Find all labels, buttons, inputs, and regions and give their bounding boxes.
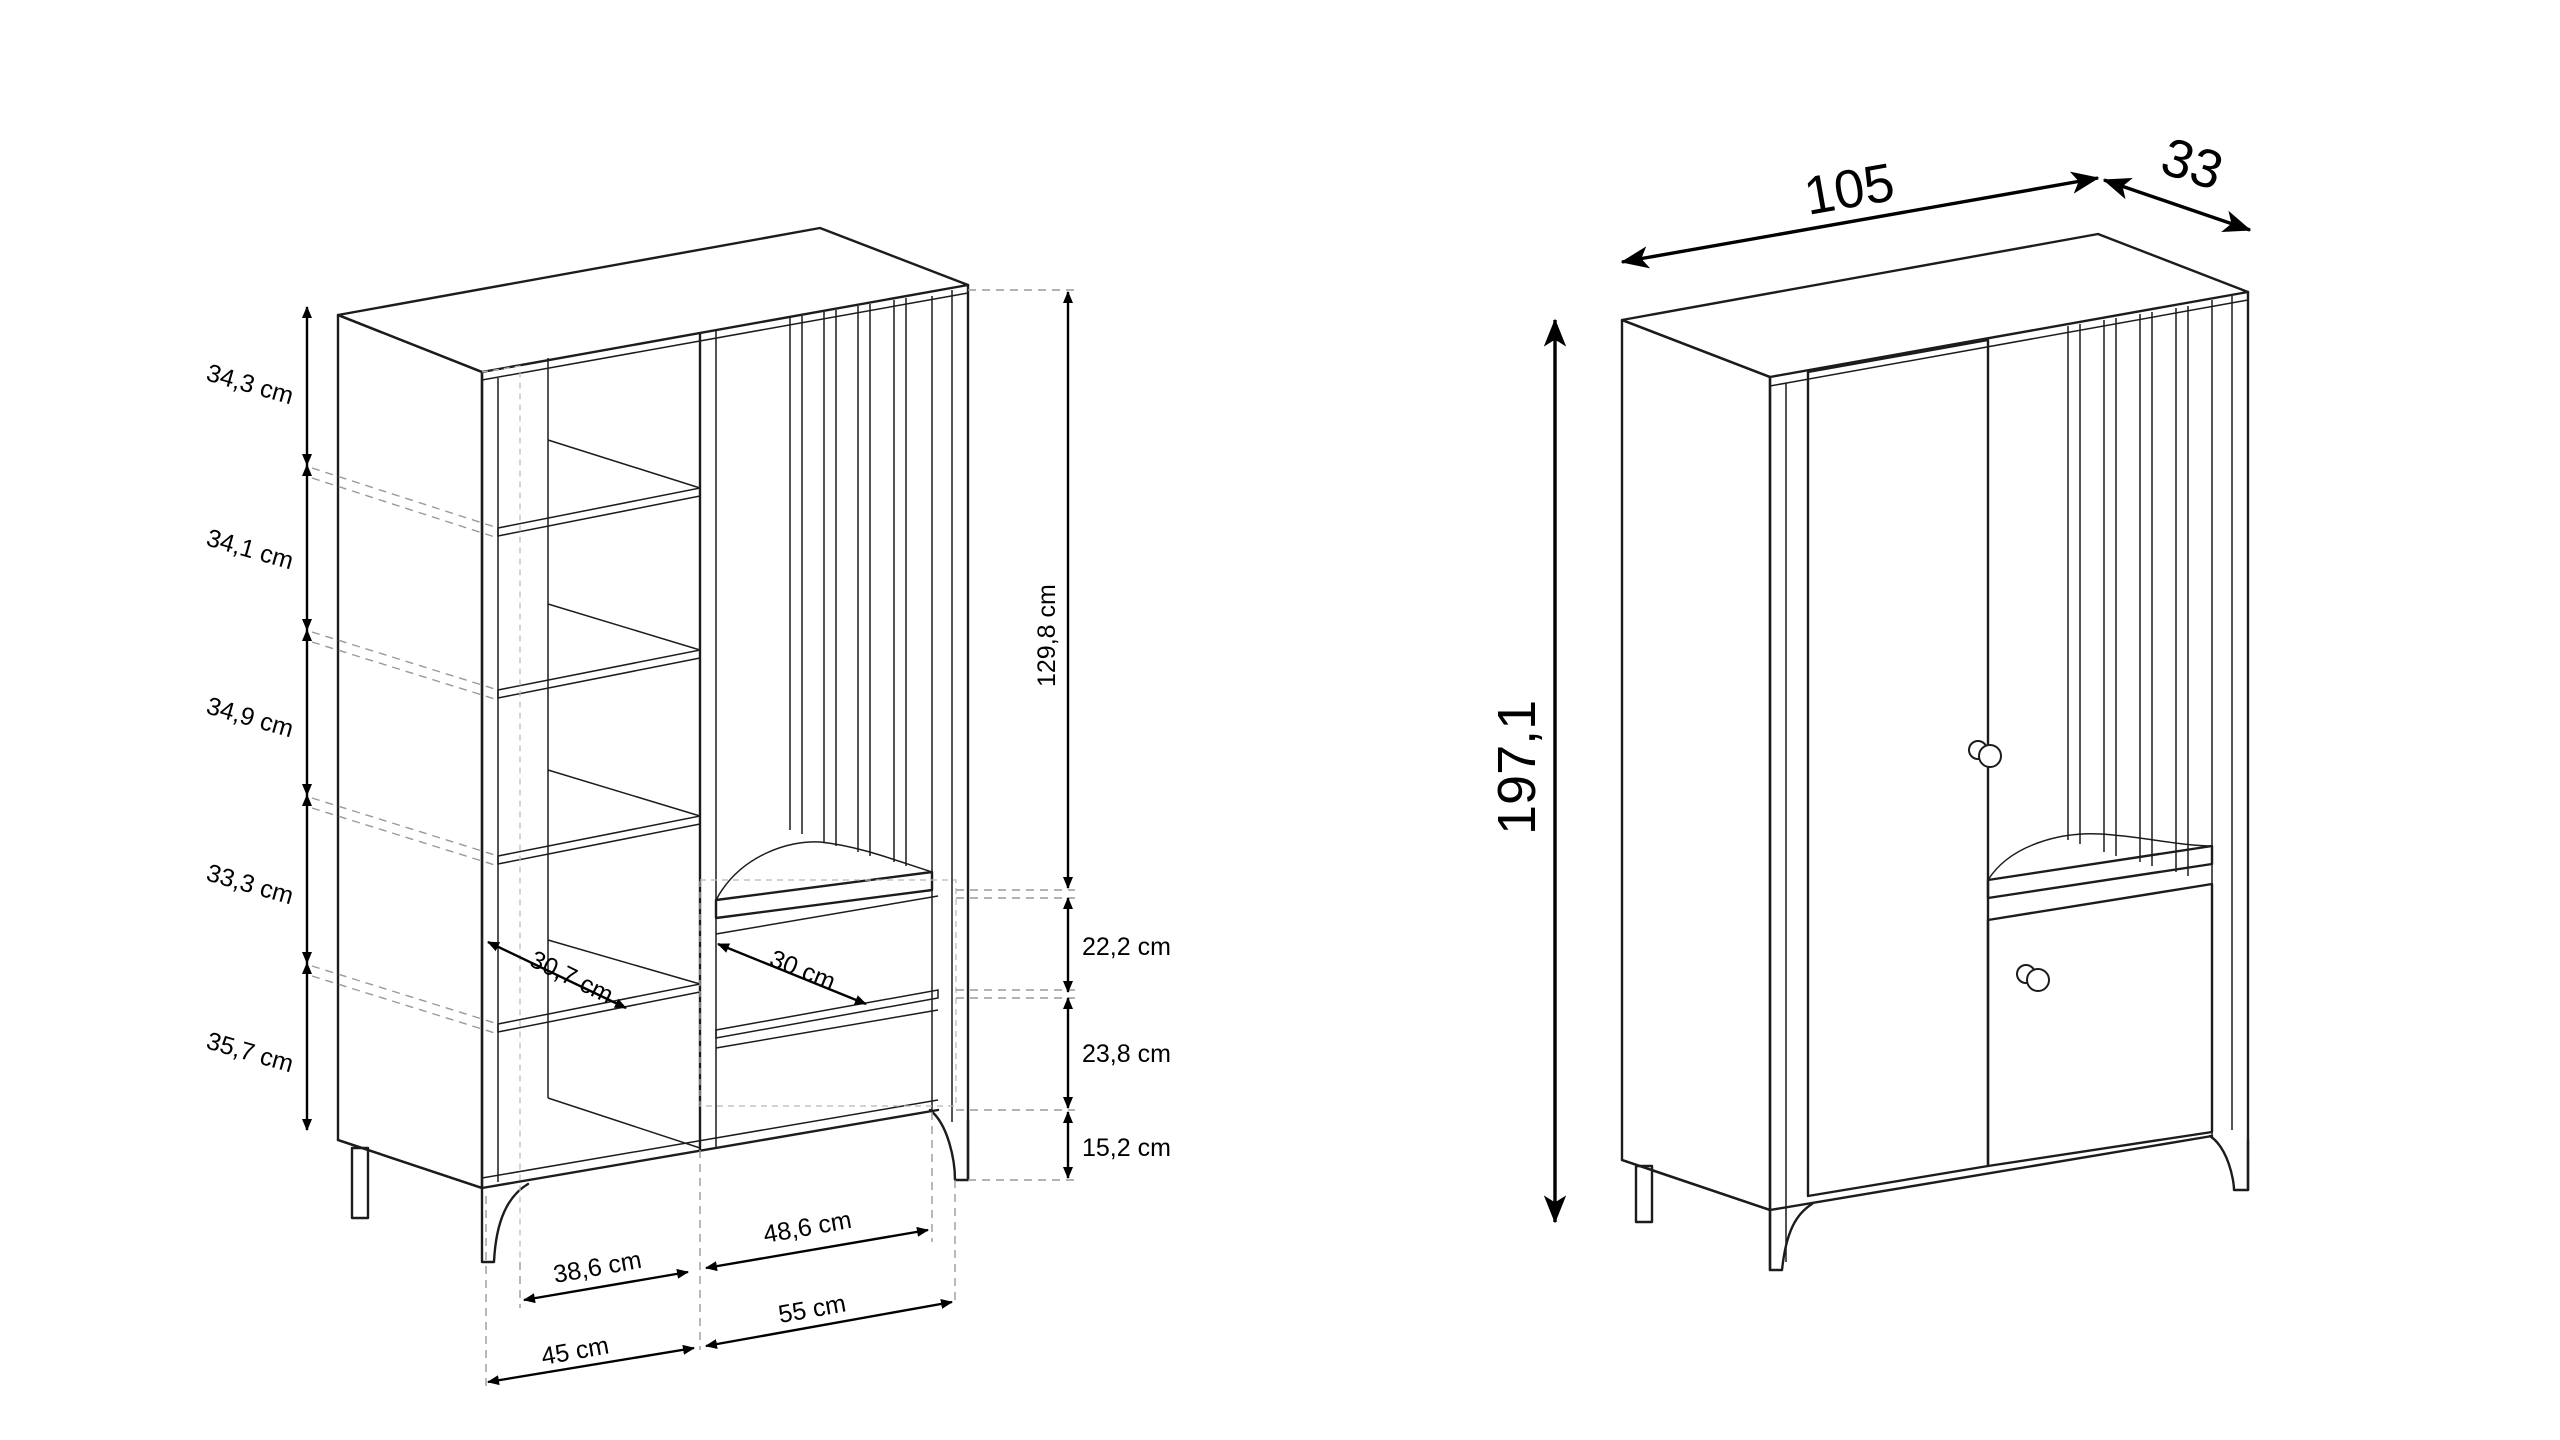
overall-height-label: 197,1: [1487, 700, 1547, 835]
width-dimensions: 38,6 cm 48,6 cm 45 cm 55 cm: [485, 1112, 956, 1390]
leg-height-label: 15,2 cm: [1082, 1134, 1171, 1162]
left-height-dimensions: 34,3 cm 34,1 cm 34,9 cm 33,3 cm 35,7 cm: [203, 306, 499, 1131]
slatted-back-panel: [789, 298, 907, 866]
outer-width-left-label: 45 cm: [539, 1332, 611, 1371]
lower-height-label: 23,8 cm: [1082, 1040, 1171, 1068]
shelf-height-label-3: 34,9 cm: [203, 692, 296, 743]
overall-dimensions: 105 33 197,1: [1487, 126, 2252, 1224]
drawer-knob-front: [2026, 968, 2050, 992]
right-depth-label: 30 cm: [766, 945, 840, 996]
drawer-height-label: 22,2 cm: [1082, 933, 1171, 961]
left-column-shelves: [497, 439, 701, 1149]
depth-dimensions: 30,7 cm 30 cm: [487, 940, 867, 1009]
shelf-height-label-2: 34,1 cm: [203, 524, 296, 575]
left-depth-label: 30,7 cm: [525, 945, 617, 1009]
right-cabinet-drawing: [1620, 232, 2250, 1272]
left-cabinet-drawing: [336, 226, 970, 1264]
shelf-height-label-5: 35,7 cm: [203, 1027, 296, 1078]
upper-height-label: 129,8 cm: [1033, 584, 1061, 687]
right-height-dimensions: 129,8 cm 22,2 cm 23,8 cm 15,2 cm: [956, 289, 1171, 1181]
door-knob-front: [1978, 744, 2002, 768]
shelf-height-label-4: 33,3 cm: [203, 859, 296, 910]
inner-width-right-label: 48,6 cm: [761, 1206, 853, 1249]
shelf-height-label-1: 34,3 cm: [203, 359, 296, 410]
overall-depth-label: 33: [2154, 126, 2230, 202]
